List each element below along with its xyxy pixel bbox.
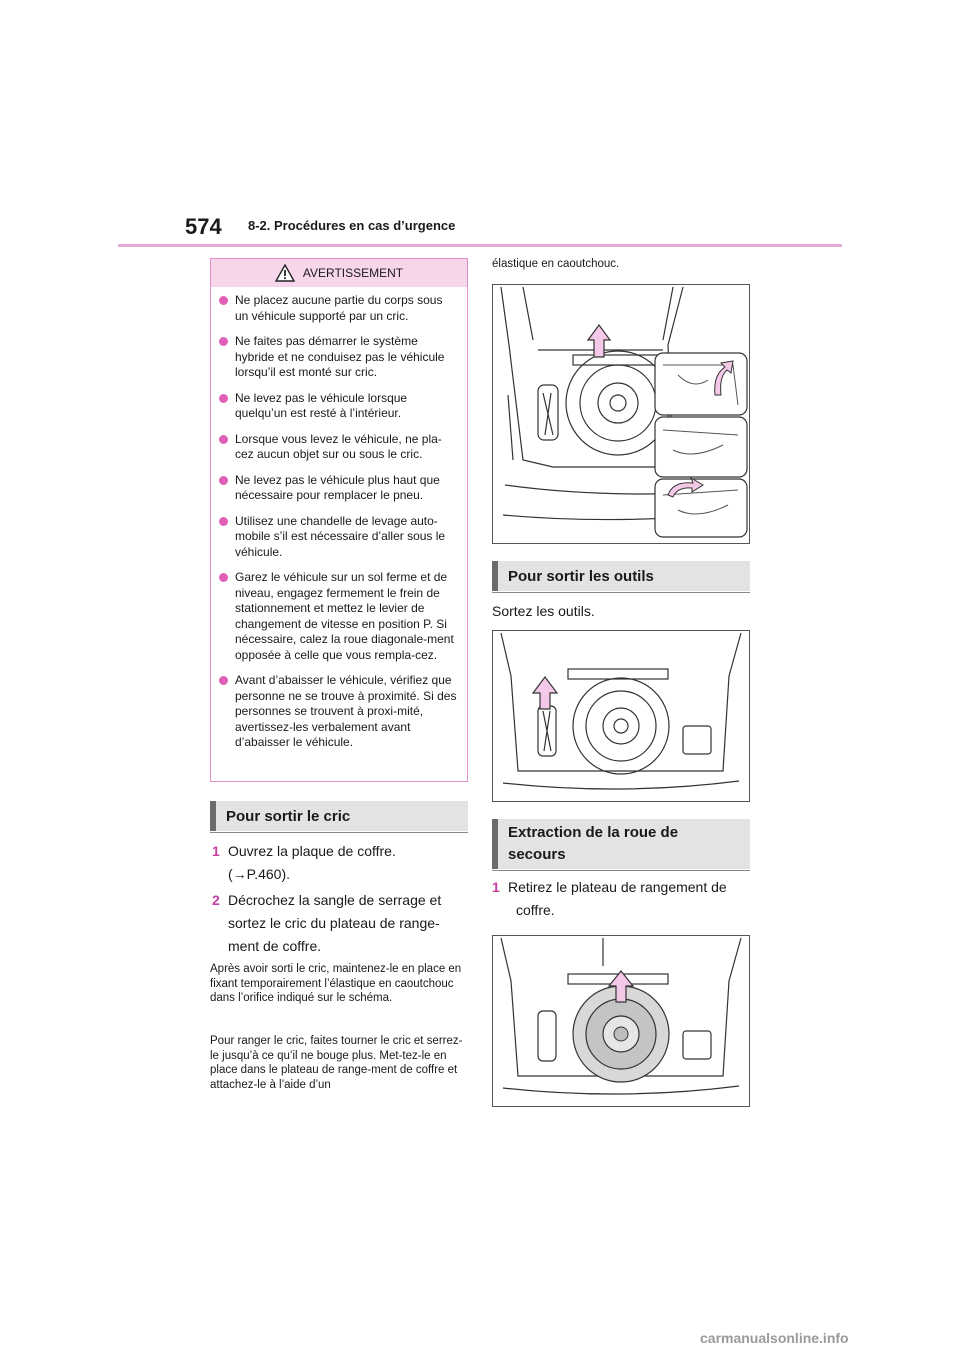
page-number: 574	[185, 214, 222, 239]
step-number: 2	[212, 892, 220, 908]
note-paragraph-2: Pour ranger le cric, faites tourner le c…	[210, 1035, 463, 1091]
section-heading-roue: Extraction de la roue de	[508, 824, 679, 841]
section-heading-outils: Pour sortir les outils	[508, 567, 654, 585]
warning-icon	[274, 264, 295, 282]
watermark: carmanualsonline.info	[700, 1330, 849, 1346]
curved-arrow-icon	[714, 360, 734, 396]
section-bar-outils: Pour sortir les outils	[492, 561, 750, 593]
warning-header: AVERTISSEMENT	[211, 259, 467, 287]
warning-item: Ne levez pas le véhicule lorsque quelqu’…	[219, 391, 459, 422]
section-underline	[210, 832, 468, 833]
step-number: 1	[492, 879, 500, 895]
section-bar-cric: Pour sortir le cric	[210, 801, 468, 833]
warning-item: Garez le véhicule sur un sol ferme et de…	[219, 570, 459, 663]
bullet-icon	[219, 516, 228, 526]
warning-item: Lorsque vous levez le véhicule, ne pla-c…	[219, 432, 459, 463]
bullet-icon	[219, 393, 228, 403]
figure-jack-removal	[492, 284, 750, 544]
section-bar-roue: Extraction de la roue de secours	[492, 819, 750, 871]
warning-item: Avant d’abaisser le véhicule, vérifiez q…	[219, 673, 459, 751]
warning-box: AVERTISSEMENT Ne placez aucune partie du…	[210, 258, 468, 782]
bullet-icon	[219, 296, 228, 305]
warning-list: Ne placez aucune partie du corps sous un…	[211, 287, 467, 751]
header-rule	[118, 244, 842, 247]
bullet-icon	[219, 676, 228, 685]
trunk-wheel-illustration	[500, 937, 742, 1095]
warning-item: Ne placez aucune partie du corps sous un…	[219, 293, 459, 324]
figure-tools-removal	[492, 630, 750, 802]
warning-item: Utilisez une chandelle de levage auto-mo…	[219, 514, 459, 561]
warning-item: Ne levez pas le véhicule plus haut que n…	[219, 473, 459, 504]
section-title: 8-2. Procédures en cas d’urgence	[248, 218, 456, 233]
trunk-tools-illustration	[500, 632, 742, 790]
step-number: 1	[212, 843, 220, 859]
section-underline	[492, 592, 750, 593]
section-heading-cric: Pour sortir le cric	[226, 807, 351, 825]
bullet-icon	[219, 573, 228, 582]
trunk-jack-illustration	[500, 286, 748, 538]
tools-instruction: Sortez les outils.	[492, 603, 595, 619]
bullet-icon	[219, 475, 228, 485]
warning-title: AVERTISSEMENT	[302, 266, 404, 280]
curved-arrow-icon	[667, 476, 704, 498]
arrow-up-icon	[531, 676, 559, 710]
continued-text: élastique en caoutchouc.	[492, 258, 620, 270]
note-paragraph-1: Après avoir sorti le cric, maintenez-le …	[210, 963, 462, 1004]
arrow-up-icon	[607, 970, 635, 1003]
figure-spare-wheel	[492, 935, 750, 1107]
section-underline	[492, 870, 750, 871]
arrow-up-icon	[586, 323, 612, 358]
bullet-icon	[219, 337, 228, 346]
warning-item: Ne faites pas démarrer le système hybrid…	[219, 334, 459, 381]
bullet-icon	[219, 434, 228, 444]
